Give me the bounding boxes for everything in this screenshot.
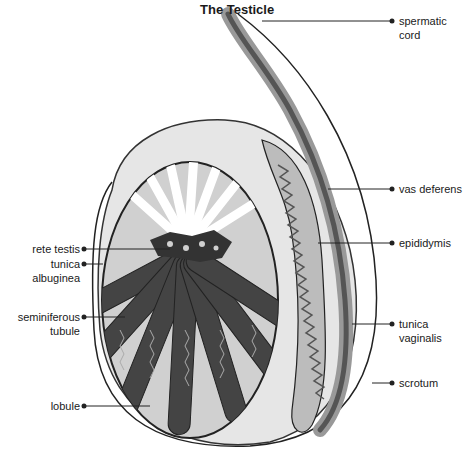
diagram-title: The Testicle <box>200 2 274 18</box>
part-label: scrotum <box>399 376 469 390</box>
part-label: tunica albuginea <box>8 257 80 285</box>
part-label: lobule <box>8 399 80 413</box>
part-label: epididymis <box>399 236 469 250</box>
part-label: seminiferous tubule <box>8 310 80 338</box>
part-label: spermatic cord <box>399 14 469 42</box>
part-label: tunica vaginalis <box>399 317 469 345</box>
part-label: rete testis <box>8 242 80 256</box>
part-label: vas deferens <box>399 182 469 196</box>
